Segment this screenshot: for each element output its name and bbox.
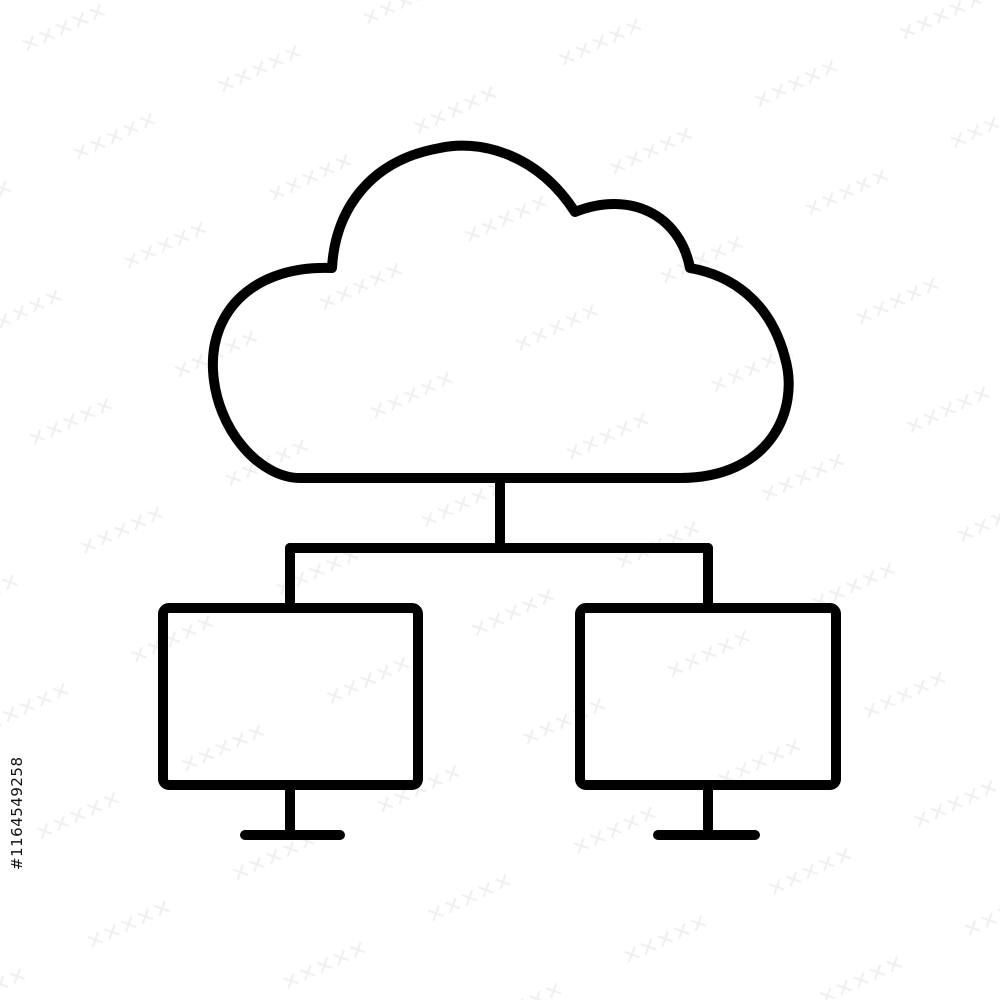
- connector-lines: [285, 475, 713, 613]
- cloud-icon: [207, 140, 794, 483]
- stock-id-label: #1164549258: [8, 756, 26, 870]
- monitor-left-icon: [158, 603, 423, 840]
- monitor-right-icon: [575, 603, 841, 840]
